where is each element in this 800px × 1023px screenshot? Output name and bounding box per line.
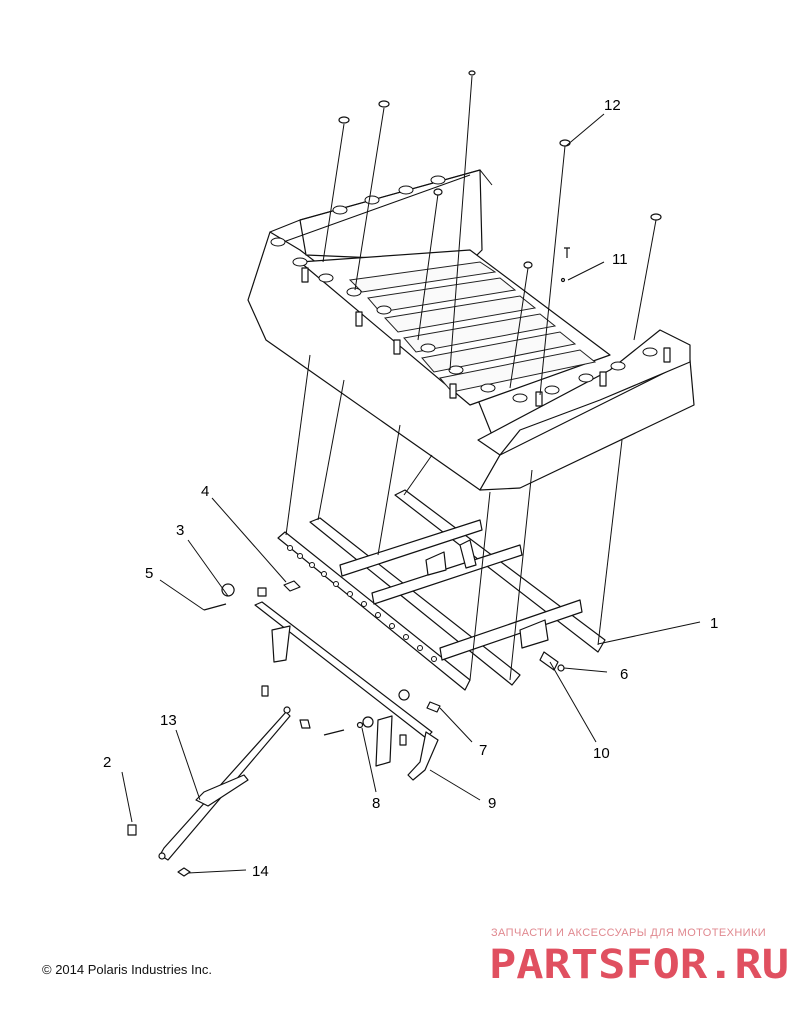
subframe-rails <box>277 489 606 691</box>
callout-3: 3 <box>176 522 184 539</box>
callout-7: 7 <box>479 742 487 759</box>
callout-1: 1 <box>710 615 718 632</box>
watermark-logo: PARTSFOR.RU <box>489 942 789 986</box>
callout-leaders <box>121 113 701 874</box>
rivets <box>338 70 662 283</box>
callout-9: 9 <box>488 795 496 812</box>
callout-2: 2 <box>103 754 111 771</box>
callout-11: 11 <box>612 251 628 268</box>
assembly-lines <box>285 75 657 681</box>
callout-10: 10 <box>593 745 610 762</box>
callout-6: 6 <box>620 666 628 683</box>
latch-linkage <box>158 601 439 861</box>
hardware <box>127 580 565 877</box>
callout-labels: 1 2 3 4 5 6 7 8 9 10 11 12 13 14 <box>103 97 718 880</box>
callout-14: 14 <box>252 863 269 880</box>
watermark-logo-text: PARTSFOR.RU <box>489 942 789 986</box>
callout-5: 5 <box>145 565 153 582</box>
cargo-box <box>247 169 695 491</box>
callout-12: 12 <box>604 97 621 114</box>
callout-13: 13 <box>160 712 177 729</box>
callout-4: 4 <box>201 483 209 500</box>
copyright-notice: © 2014 Polaris Industries Inc. <box>42 962 212 977</box>
watermark-subtitle: ЗАПЧАСТИ И АКСЕССУАРЫ ДЛЯ МОТОТЕХНИКИ <box>491 927 767 939</box>
callout-8: 8 <box>372 795 380 812</box>
